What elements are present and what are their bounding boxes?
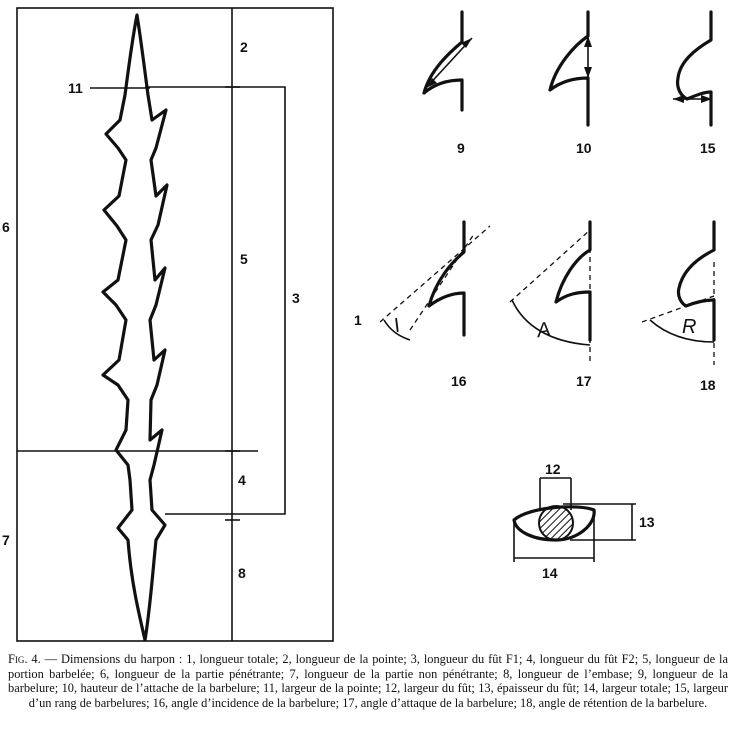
barb-detail-9 <box>422 10 473 112</box>
label-16: 16 <box>451 373 467 389</box>
angle-detail-17 <box>509 220 592 365</box>
harpoon-dimensions-figure: 2 11 6 5 3 4 7 8 1 9 10 15 16 17 18 12 1… <box>2 7 716 642</box>
label-17: 17 <box>576 373 592 389</box>
angle-detail-18 <box>641 220 716 365</box>
angle-detail-16 <box>379 220 491 341</box>
harpoon-outline <box>101 13 169 642</box>
figure-number: Fig. 4. <box>8 652 41 666</box>
barb-detail-15 <box>673 10 713 127</box>
left-frame <box>16 7 334 642</box>
angle-letter-incidence: I <box>391 315 404 338</box>
label-1: 1 <box>354 312 362 328</box>
label-18: 18 <box>700 377 716 393</box>
label-12: 12 <box>545 461 561 477</box>
barb-detail-10 <box>548 10 592 127</box>
label-8: 8 <box>238 565 246 581</box>
label-7: 7 <box>2 532 10 548</box>
angle-letter-attack: A <box>534 318 552 342</box>
shaft-f1-bracket <box>145 86 286 515</box>
figure-caption: Fig. 4. — Dimensions du harpon : 1, long… <box>8 652 728 710</box>
label-10: 10 <box>576 140 592 156</box>
label-3: 3 <box>292 290 300 306</box>
label-11: 11 <box>68 80 83 96</box>
label-5: 5 <box>240 251 248 267</box>
label-2: 2 <box>240 39 248 55</box>
angle-letter-retention: R <box>682 316 696 338</box>
label-14: 14 <box>542 565 558 581</box>
label-9: 9 <box>457 140 465 156</box>
label-4: 4 <box>238 472 246 488</box>
label-15: 15 <box>700 140 716 156</box>
label-6: 6 <box>2 219 10 235</box>
caption-text: — Dimensions du harpon : 1, longueur tot… <box>8 652 728 710</box>
shaft-cross-section <box>512 477 636 562</box>
label-13: 13 <box>639 514 655 530</box>
